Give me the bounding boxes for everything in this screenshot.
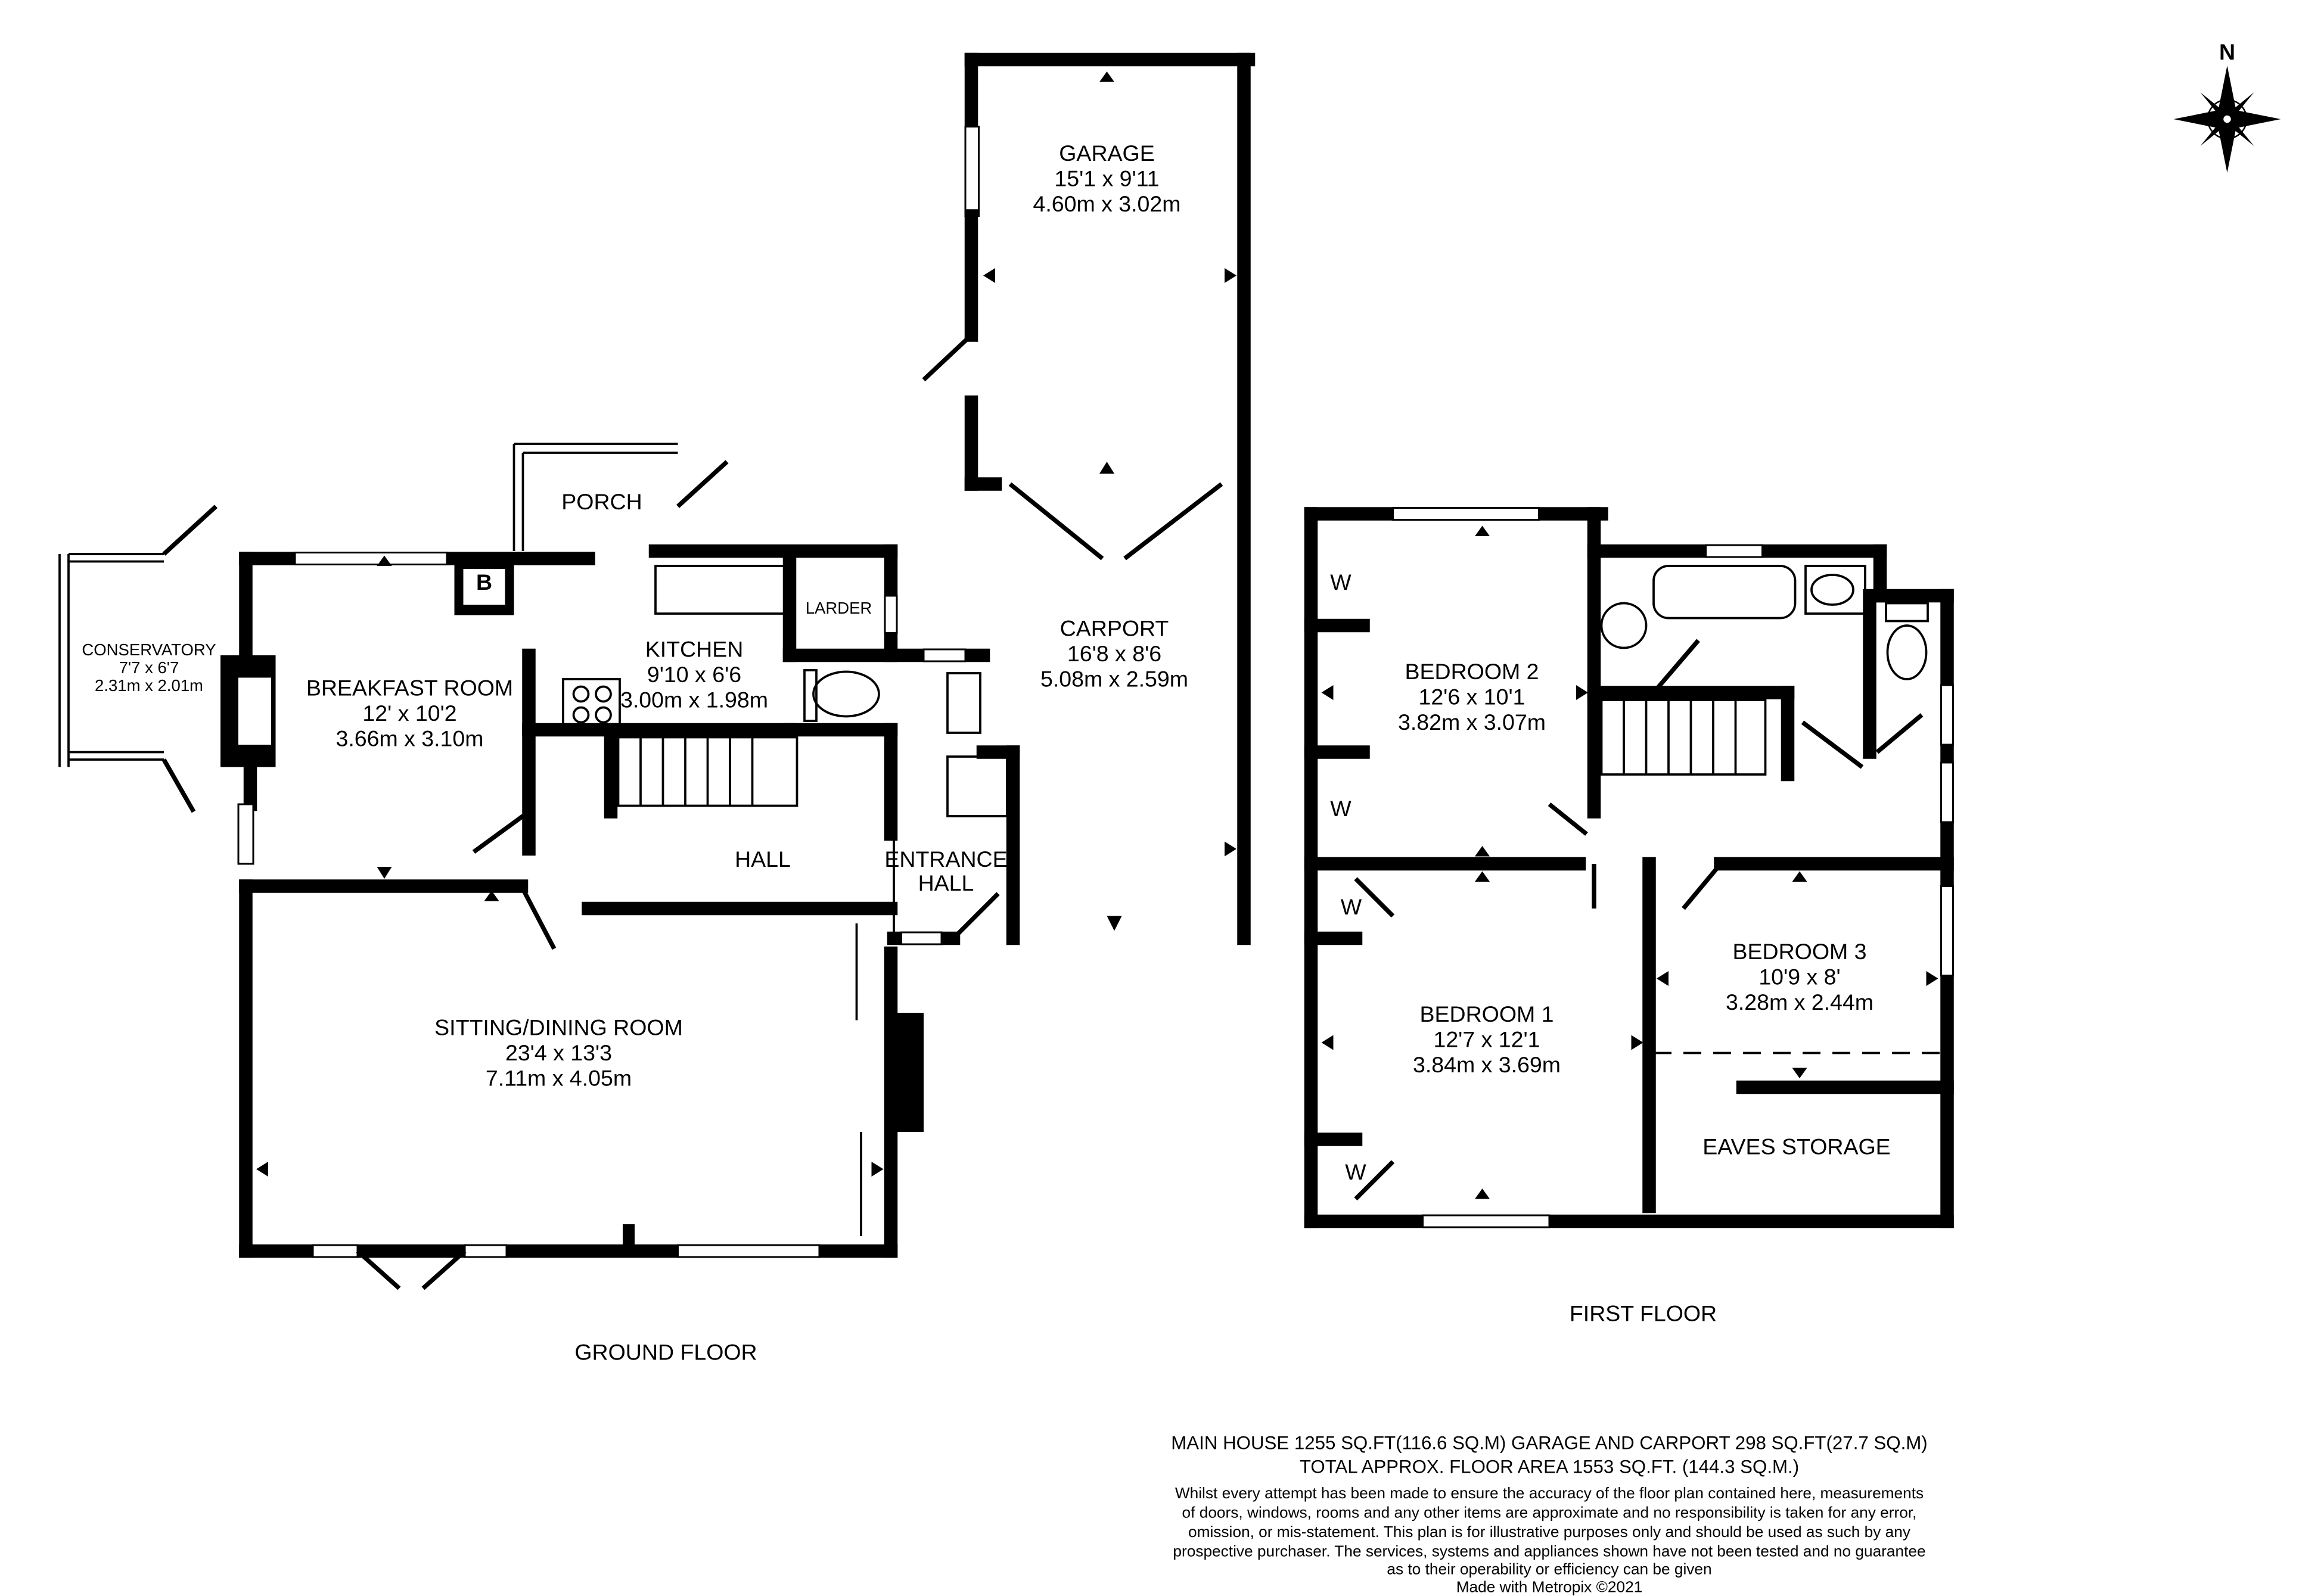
disclaimer-line: prospective purchaser. The services, sys… — [1173, 1542, 1925, 1560]
garage-metric: 4.60m x 3.02m — [1033, 191, 1180, 216]
garage-imperial: 15'1 x 9'11 — [1054, 166, 1159, 191]
bedroom3-name: BEDROOM 3 — [1732, 939, 1866, 964]
stairs — [617, 736, 799, 807]
disclaimer-line: omission, or mis-statement. This plan is… — [1188, 1523, 1911, 1541]
carport-metric: 5.08m x 2.59m — [1040, 667, 1188, 692]
kitchen-metric: 3.00m x 1.98m — [620, 687, 768, 713]
sitting-room-name: SITTING/DINING ROOM — [434, 1015, 683, 1040]
hall-name: HALL — [735, 847, 791, 872]
breakfast-room-metric: 3.66m x 3.10m — [335, 726, 483, 751]
bedroom3-imperial: 10'9 x 8' — [1758, 965, 1840, 990]
kitchen-name: KITCHEN — [645, 637, 744, 662]
disclaimer-line: Whilst every attempt has been made to en… — [1175, 1484, 1924, 1502]
wardrobe-label: W — [1330, 796, 1351, 821]
compass-rose-icon: N — [2173, 39, 2281, 173]
wardrobe-label: W — [1345, 1159, 1366, 1184]
dimension-arrows — [256, 71, 1938, 1199]
first-floor-labels: BEDROOM 2 12'6 x 10'1 3.82m x 3.07m BEDR… — [1330, 570, 1890, 1326]
sitting-room-imperial: 23'4 x 13'3 — [505, 1040, 612, 1065]
footer: MAIN HOUSE 1255 SQ.FT(116.6 SQ.M) GARAGE… — [1171, 1433, 1927, 1596]
ground-floor-label: GROUND FLOOR — [574, 1340, 757, 1365]
conservatory-metric: 2.31m x 2.01m — [95, 676, 203, 695]
first-floor-label: FIRST FLOOR — [1570, 1301, 1717, 1326]
entrance-hall-name-2: HALL — [918, 870, 974, 895]
porch-name: PORCH — [561, 489, 642, 514]
conservatory-imperial: 7'7 x 6'7 — [119, 658, 179, 677]
breakfast-room-imperial: 12' x 10'2 — [362, 701, 456, 726]
larder-name: LARDER — [806, 599, 872, 617]
bedroom1-imperial: 12'7 x 12'1 — [1433, 1027, 1540, 1052]
bedroom2-name: BEDROOM 2 — [1405, 659, 1539, 684]
garage-walls — [922, 52, 1256, 945]
ground-floor-walls — [58, 443, 1020, 1290]
boiler-label: B — [476, 570, 492, 595]
area-summary-line-1: MAIN HOUSE 1255 SQ.FT(116.6 SQ.M) GARAGE… — [1171, 1433, 1927, 1454]
carport-name: CARPORT — [1060, 616, 1169, 641]
entrance-hall-name-1: ENTRANCE — [884, 847, 1007, 872]
bedroom3-metric: 3.28m x 2.44m — [1726, 990, 1874, 1015]
bedroom2-imperial: 12'6 x 10'1 — [1418, 685, 1525, 710]
carport-imperial: 16'8 x 8'6 — [1067, 641, 1161, 666]
wardrobe-label: W — [1330, 570, 1351, 595]
bedroom2-metric: 3.82m x 3.07m — [1398, 710, 1546, 735]
disclaimer-line: of doors, windows, rooms and any other i… — [1182, 1504, 1917, 1522]
disclaimer-line: as to their operability or efficiency ca… — [1387, 1560, 1711, 1578]
bedroom1-name: BEDROOM 1 — [1419, 1001, 1554, 1026]
garage-name: GARAGE — [1059, 141, 1154, 166]
eaves-storage-name: EAVES STORAGE — [1702, 1134, 1890, 1159]
conservatory-name: CONSERVATORY — [82, 640, 216, 659]
sitting-room-metric: 7.11m x 4.05m — [486, 1066, 632, 1091]
kitchen-imperial: 9'10 x 6'6 — [647, 662, 741, 687]
credit: Made with Metropix ©2021 — [1456, 1578, 1643, 1596]
area-summary-line-2: TOTAL APPROX. FLOOR AREA 1553 SQ.FT. (14… — [1300, 1457, 1799, 1477]
wardrobe-label: W — [1341, 894, 1362, 919]
bedroom1-metric: 3.84m x 3.69m — [1413, 1052, 1561, 1077]
compass-north-label: N — [2219, 39, 2235, 64]
first-floor-walls — [1304, 507, 1954, 1228]
ground-floor-labels: CONSERVATORY 7'7 x 6'7 2.31m x 2.01m BRE… — [82, 141, 1188, 1365]
breakfast-room-name: BREAKFAST ROOM — [306, 676, 513, 701]
